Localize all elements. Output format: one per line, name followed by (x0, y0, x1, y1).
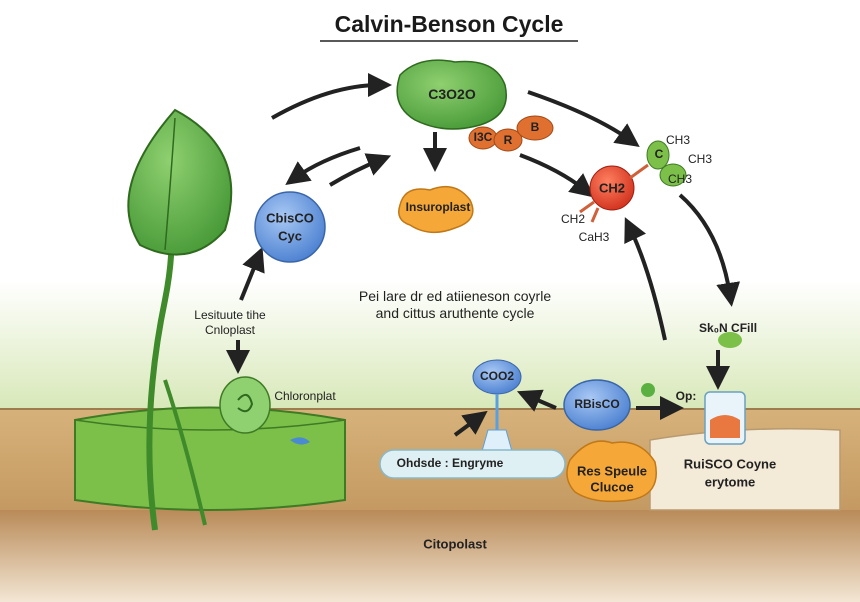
blue-circle-label-1: CbisCO (266, 210, 314, 226)
ch3-c-label: C (654, 147, 664, 162)
chloroplast-creature (219, 376, 310, 445)
center-caption-line-2: and cittus aruthente cycle (375, 304, 535, 321)
glucose-label-1: Res Speule (576, 463, 648, 479)
top-molecule-label: C3O2O (428, 85, 476, 102)
left-label-line-2: Cnloplast (204, 323, 256, 338)
card-label-2: erytome (704, 474, 756, 490)
ch3-label-1: CH3 (665, 133, 691, 148)
left-label-line-1: Lesituute tihe (194, 308, 266, 323)
red-side-label-2: CaH3 (578, 230, 610, 245)
skn-label: Sk₀N CFill (698, 321, 758, 336)
ch3-label-3: CH3 (667, 172, 693, 187)
orange-chain-label-3: B (530, 120, 540, 135)
diagram-title: Calvin-Benson Cycle (334, 10, 564, 37)
red-side-label-1: CH2 (560, 212, 586, 227)
molecule-shapes (254, 59, 841, 511)
orange-chain-label-1: I3C (473, 130, 493, 145)
glucose-label-2: Clucoe (590, 479, 634, 495)
insuroplast-label: Insuroplast (405, 200, 471, 215)
card-label-1: RuiSCO Coyne (683, 456, 777, 472)
bottom-label: Citopolast (423, 536, 487, 552)
ch3-label-2: CH3 (687, 152, 713, 167)
orange-chain-label-2: R (503, 133, 513, 148)
rubisco-label: RBisCO (574, 397, 620, 412)
red-center-label: CH2 (598, 180, 626, 196)
enzyme-pill-label: Ohdsde : Engryme (396, 456, 504, 471)
coo2-label: COO2 (479, 369, 515, 384)
arrows (226, 73, 741, 437)
center-caption-line-1: Pei lare dr ed atiieneson coyrle (358, 287, 552, 304)
op-label: Op: (675, 389, 697, 404)
leaf-plant (74, 108, 346, 531)
chloroplast-label: Chloronplat (274, 389, 336, 404)
blue-circle-label-2: Cyc (278, 228, 302, 244)
